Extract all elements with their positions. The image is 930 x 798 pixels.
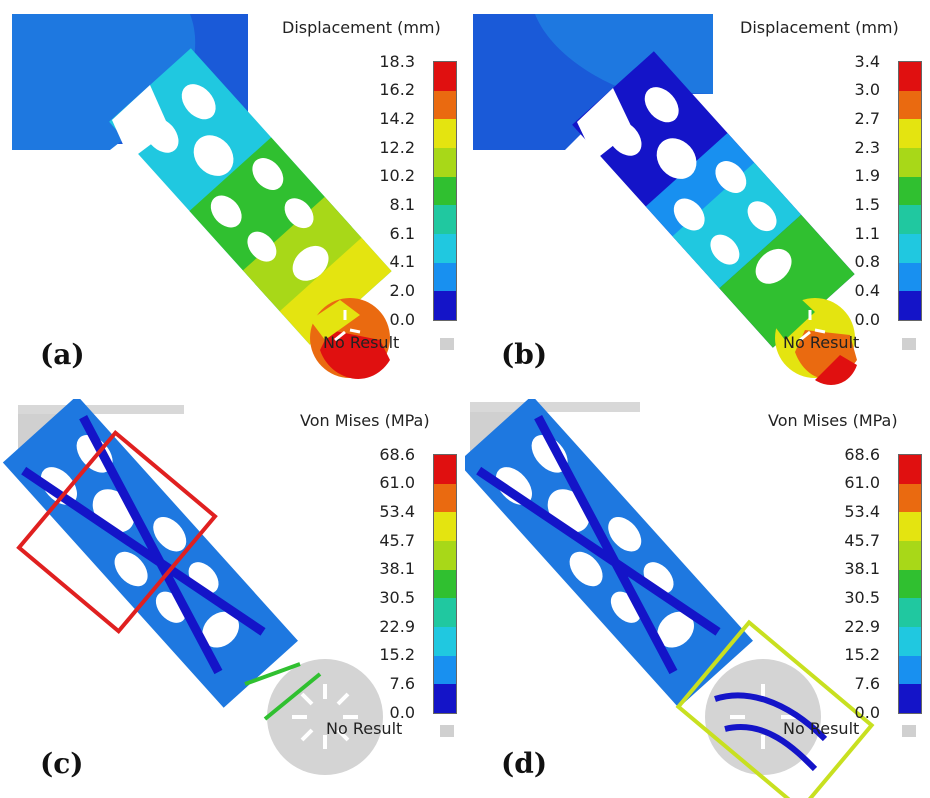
no-result-swatch <box>902 725 916 737</box>
panel-d: Von Mises (MPa) 68.6 61.0 53.4 45.7 38.1… <box>465 399 930 798</box>
tick-label: 2.0 <box>389 281 415 300</box>
tick-label: 0.8 <box>854 252 880 271</box>
panel-label: (a) <box>40 338 85 371</box>
arm-structure <box>109 48 392 345</box>
no-result-swatch <box>440 725 454 737</box>
legend-title: Von Mises (MPa) <box>768 411 898 430</box>
tick-label: 0.0 <box>389 310 415 329</box>
tick-label: 15.2 <box>379 645 415 664</box>
tick-label: 68.6 <box>379 445 415 464</box>
tick-label: 61.0 <box>844 473 880 492</box>
base-plate <box>18 405 184 414</box>
arm-structure <box>465 399 753 708</box>
tick-label: 53.4 <box>379 502 415 521</box>
tick-label: 18.3 <box>379 52 415 71</box>
no-result-swatch <box>440 338 454 350</box>
tick-label: 16.2 <box>379 80 415 99</box>
highlight-box <box>16 429 218 635</box>
no-result-label: No Result <box>326 719 403 738</box>
tick-label: 4.1 <box>389 252 415 271</box>
stress-plot-d <box>465 399 875 798</box>
tick-label: 45.7 <box>379 531 415 550</box>
color-scale <box>433 61 457 321</box>
tick-label: 0.4 <box>854 281 880 300</box>
tick-label: 61.0 <box>379 473 415 492</box>
tick-label: 8.1 <box>389 195 415 214</box>
tick-label: 2.7 <box>854 109 880 128</box>
tick-label: 3.4 <box>854 52 880 71</box>
color-scale <box>433 454 457 714</box>
legend-title: Displacement (mm) <box>740 18 899 37</box>
color-scale <box>898 61 922 321</box>
tick-label: 7.6 <box>854 674 880 693</box>
tick-label: 53.4 <box>844 502 880 521</box>
no-result-label: No Result <box>783 333 860 352</box>
tick-label: 3.0 <box>854 80 880 99</box>
no-result-label: No Result <box>323 333 400 352</box>
tick-label: 0.0 <box>389 703 415 722</box>
highlight-box <box>675 619 875 798</box>
tick-label: 45.7 <box>844 531 880 550</box>
tick-label: 14.2 <box>379 109 415 128</box>
arm-opening <box>112 85 170 160</box>
panel-label: (d) <box>501 747 548 780</box>
tick-label: 10.2 <box>379 166 415 185</box>
end-hub <box>244 659 383 775</box>
stress-plot-c <box>2 399 383 775</box>
tick-label: 6.1 <box>389 224 415 243</box>
tick-label: 0.0 <box>854 310 880 329</box>
tick-label: 22.9 <box>844 617 880 636</box>
tick-label: 1.9 <box>854 166 880 185</box>
no-result-swatch <box>902 338 916 350</box>
end-hub <box>310 298 390 379</box>
end-hub <box>770 298 857 385</box>
displacement-plot-b <box>473 14 857 385</box>
arm-structure <box>2 399 298 708</box>
base-plate <box>470 402 640 412</box>
tick-label: 22.9 <box>379 617 415 636</box>
arm-opening <box>577 88 633 160</box>
panel-label: (b) <box>501 338 548 371</box>
tick-label: 0.0 <box>854 703 880 722</box>
tick-label: 12.2 <box>379 138 415 157</box>
panel-b: Displacement (mm) 3.4 3.0 2.7 2.3 1.9 1.… <box>465 0 930 399</box>
panel-a: Displacement (mm) 18.3 16.2 14.2 12.2 10… <box>0 0 465 399</box>
tick-label: 30.5 <box>379 588 415 607</box>
tick-label: 38.1 <box>844 559 880 578</box>
legend-title: Von Mises (MPa) <box>300 411 430 430</box>
tick-label: 38.1 <box>379 559 415 578</box>
tick-label: 68.6 <box>844 445 880 464</box>
tick-label: 30.5 <box>844 588 880 607</box>
panel-label: (c) <box>40 747 84 780</box>
end-hub <box>705 659 828 775</box>
legend-title: Displacement (mm) <box>282 18 441 37</box>
arm-structure <box>572 51 855 348</box>
panel-c: Von Mises (MPa) 68.6 61.0 53.4 45.7 38.1… <box>0 399 465 798</box>
tick-label: 15.2 <box>844 645 880 664</box>
color-scale <box>898 454 922 714</box>
no-result-label: No Result <box>783 719 860 738</box>
displacement-plot-a <box>12 14 392 379</box>
tick-label: 1.5 <box>854 195 880 214</box>
tick-label: 2.3 <box>854 138 880 157</box>
tick-label: 1.1 <box>854 224 880 243</box>
tick-label: 7.6 <box>389 674 415 693</box>
